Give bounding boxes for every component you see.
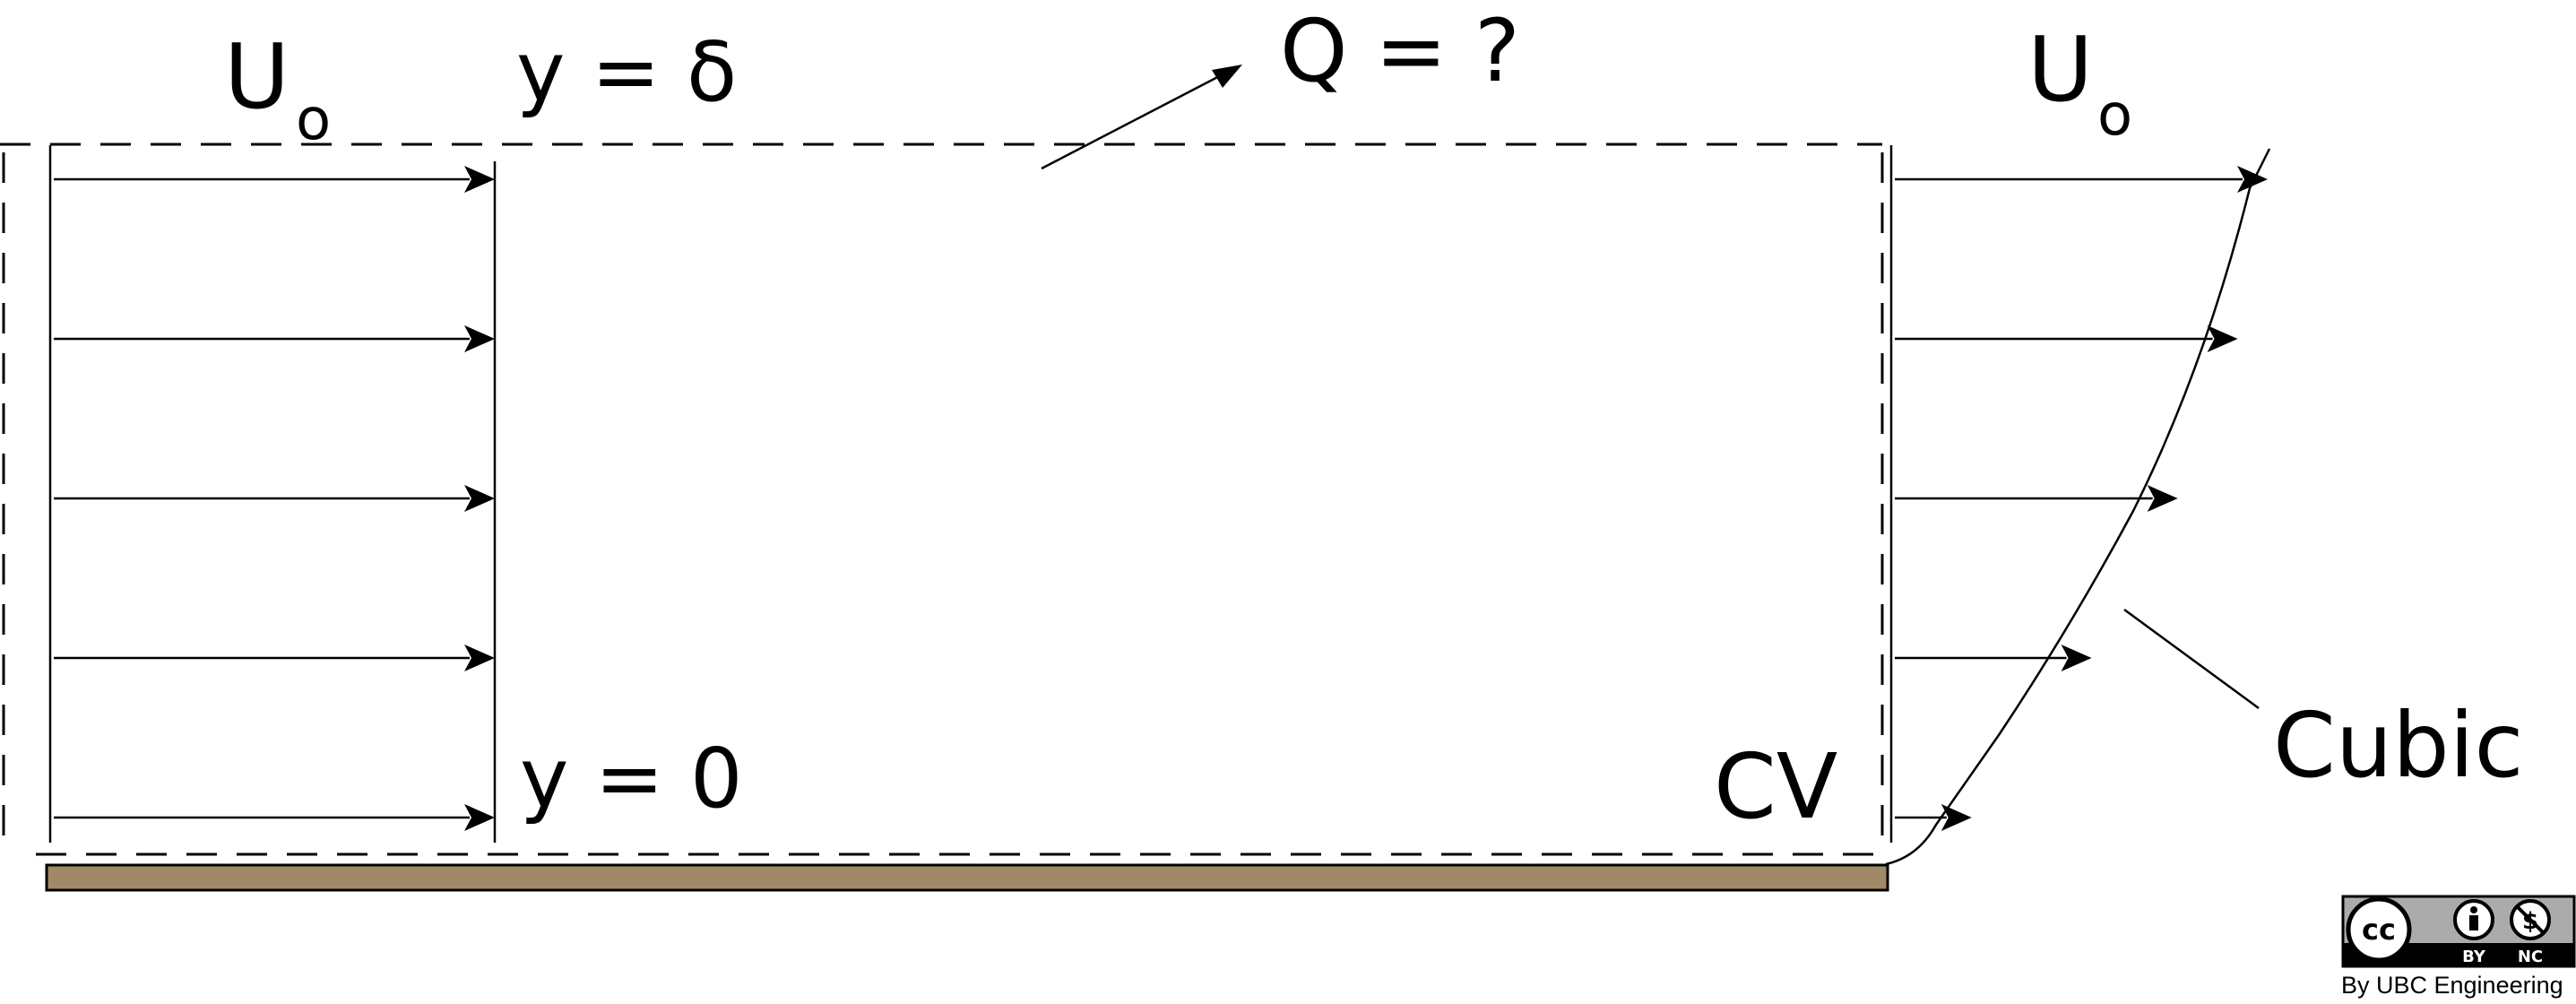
outlet-velocity-arrow [1895, 645, 2092, 671]
outlet-velocity-arrow [1895, 325, 2238, 352]
outlet-velocity-arrow [1895, 804, 1972, 831]
outlet-velocity-subscript: o [2097, 82, 2132, 149]
inlet-velocity-label: U [224, 24, 290, 129]
inlet-velocity-arrow [54, 166, 495, 193]
inlet-velocity-profile [48, 145, 497, 843]
svg-text:cc: cc [2362, 913, 2396, 947]
outlet-velocity-profile [1885, 145, 2271, 866]
inlet-velocity-arrow [54, 645, 495, 671]
control-volume-boundary [0, 143, 1884, 856]
nc-label: NC [2518, 948, 2543, 966]
outlet-velocity-arrow [1895, 485, 2178, 512]
outlet-velocity-arrow [1895, 166, 2268, 193]
y-zero-label: y = 0 [520, 731, 743, 827]
by-label: BY [2462, 948, 2486, 966]
flow-rate-label: Q = ? [1280, 1, 1520, 101]
flat-plate [45, 863, 1889, 892]
inlet-velocity-arrow [54, 325, 495, 352]
inlet-velocity-arrow [54, 485, 495, 512]
cc-icon: cc [2346, 896, 2412, 963]
cc-license-badge: cc $ BY NC [2341, 895, 2576, 968]
outlet-velocity-label: U [2027, 17, 2093, 122]
cubic-profile-label: Cubic [2273, 693, 2523, 798]
cubic-leader-line [2123, 608, 2260, 710]
inlet-velocity-subscript: o [296, 87, 331, 153]
y-delta-label: y = δ [516, 24, 737, 120]
attribution-icon [2453, 899, 2494, 940]
flow-rate-arrow [1041, 65, 1242, 170]
inlet-velocity-arrow [54, 804, 495, 831]
control-volume-label: CV [1714, 734, 1837, 839]
noncommercial-icon: $ [2510, 899, 2551, 940]
credit-text: By UBC Engineering [2341, 972, 2563, 999]
